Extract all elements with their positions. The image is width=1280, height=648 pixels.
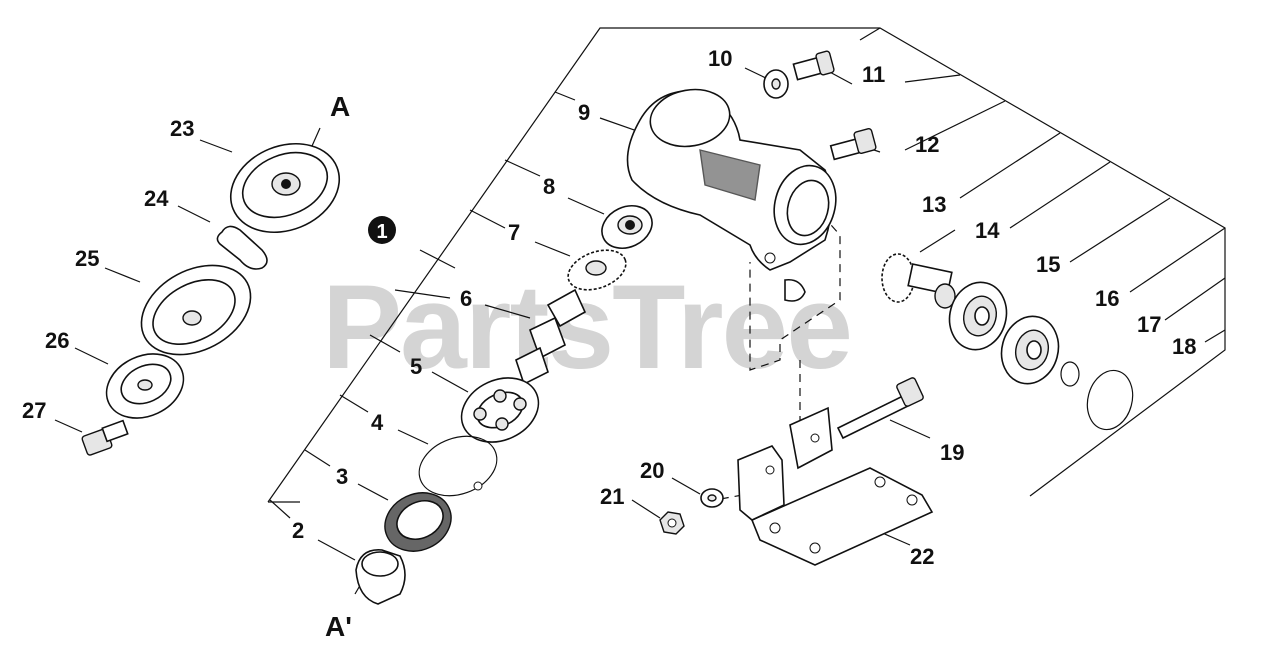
callout-27: 27 [22,398,46,423]
part-13-key [784,278,806,302]
callout-9: 9 [578,100,590,125]
part-16-bearing [1000,315,1060,385]
part-21-nut [659,511,685,535]
callout-2: 2 [292,518,304,543]
callout-3: 3 [336,464,348,489]
callout-25: 25 [75,246,99,271]
part-24-clip [216,225,268,270]
part-17-ring [1060,361,1080,387]
callout-22: 22 [910,544,934,569]
part-6-shaft [515,288,587,386]
part-15-bearing [948,281,1008,351]
part-2-bushing [355,549,406,605]
callout-14: 14 [975,218,1000,243]
callout-18: 18 [1172,334,1196,359]
callout-23: 23 [170,116,194,141]
callout-8: 8 [543,174,555,199]
part-25-washer [140,264,252,356]
callout-24: 24 [144,186,169,211]
part-8-bearing [601,205,653,249]
callout-6: 6 [460,286,472,311]
leader-lines [54,67,956,595]
part-14-bevel-gear [881,253,956,309]
part-4-snap-ring [418,435,498,497]
callout-15: 15 [1036,252,1060,277]
part-27-bolt [81,419,129,456]
part-22-bracket [737,406,934,566]
callout-10: 10 [708,46,732,71]
part-26-cover [105,353,185,419]
callout-13: 13 [922,192,946,217]
callout-19: 19 [940,440,964,465]
part-10-washer [763,69,789,99]
reference-mark-a-prime: A' [325,611,352,642]
assembly-bracket-lines [267,27,1226,519]
part-9-gear-case [626,88,837,271]
part-11-screw [792,50,835,81]
part-3-seal [384,492,452,552]
callout-12: 12 [915,132,939,157]
callout-16: 16 [1095,286,1119,311]
kit-marker-number: 1 [376,221,387,243]
part-20-washer [700,488,724,508]
part-23-hub [229,142,341,234]
callout-7: 7 [508,220,520,245]
callout-11: 11 [862,62,885,87]
callout-4: 4 [371,410,384,435]
part-7-gear [567,249,627,291]
callout-20: 20 [640,458,664,483]
part-5-ball-bearing [460,377,540,443]
callout-labels: 2 3 4 5 6 7 8 9 10 11 12 13 14 15 16 17 … [22,46,1196,569]
kit-marker: 1 [368,216,396,244]
callout-21: 21 [600,484,624,509]
callout-5: 5 [410,354,422,379]
reference-mark-a: A [330,91,350,122]
callout-26: 26 [45,328,69,353]
part-18-circlip [1086,369,1134,431]
callout-17: 17 [1137,312,1161,337]
part-12-screw [829,128,877,161]
part-19-bolt [836,377,924,440]
